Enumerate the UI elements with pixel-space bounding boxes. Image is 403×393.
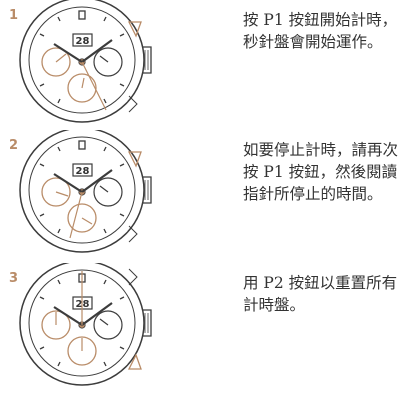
step-text: 用 P2 按鈕以重置所有計時盤。 xyxy=(243,274,398,314)
date-window-text: 28 xyxy=(76,36,90,47)
date-window-text: 28 xyxy=(76,166,90,177)
step-number: 2 xyxy=(9,138,19,153)
pusher-p1-arrow xyxy=(127,21,142,38)
step-text: 按 P1 按鈕開始計時，秒針盤會開始運作。 xyxy=(243,11,398,51)
pusher-p2-arrow xyxy=(127,353,142,370)
watch-start-illustration: 28 xyxy=(19,0,152,123)
instruction-step-1: 1 28 按 P1 按鈕開始計時，秒針盤會開始運作。 xyxy=(0,0,403,126)
step-number: 1 xyxy=(9,8,19,23)
watch-stop-illustration: 28 xyxy=(19,130,152,253)
pusher-p1-arrow xyxy=(127,151,142,168)
instruction-step-2: 2 28 如要停止計時，請再次按 P1 按鈕，然後閱讀指針所停止的時間。 xyxy=(0,130,403,256)
step-number: 3 xyxy=(9,271,19,286)
instruction-step-3: 3 28 用 P2 按鈕以重置所有計時盤。 xyxy=(0,263,403,389)
watch-reset-illustration: 28 xyxy=(19,263,152,386)
step-text: 如要停止計時，請再次按 P1 按鈕，然後閱讀指針所停止的時間。 xyxy=(243,141,399,203)
